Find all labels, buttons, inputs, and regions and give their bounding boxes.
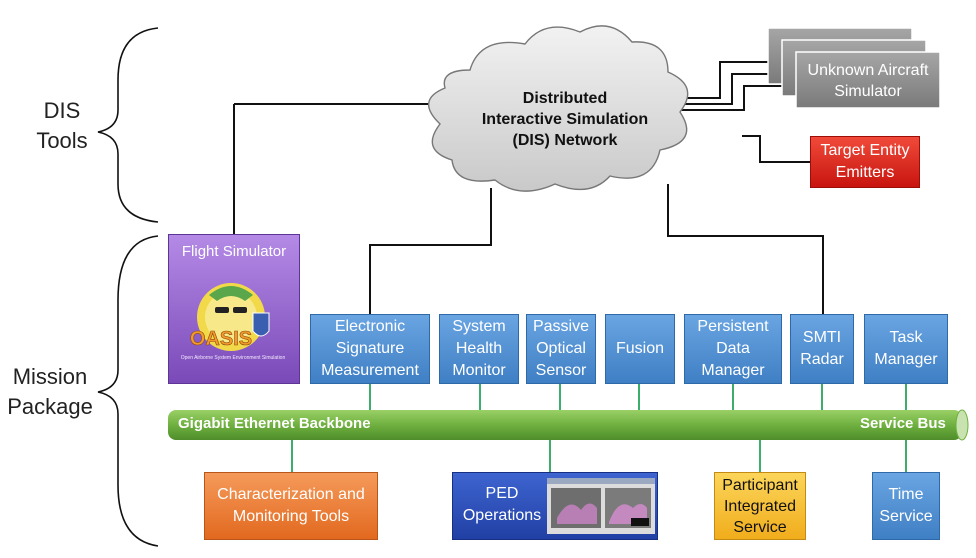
- unknown-aircraft-simulator: Unknown Aircraft Simulator: [807, 62, 929, 100]
- fusion: Fusion: [605, 314, 675, 384]
- participant-integrated-service: Participant Integrated Service: [714, 472, 806, 540]
- dis-network-label: Distributed Interactive Simulation (DIS)…: [481, 90, 649, 149]
- bus-right-label: Service Bus: [860, 415, 946, 432]
- oasis-logo-text: OASIS: [190, 328, 252, 350]
- aircraft-link-3: [668, 85, 796, 111]
- target-entity-emitters: Target Entity Emitters: [810, 136, 920, 188]
- system-health-monitor: System Health Monitor: [439, 314, 519, 384]
- aircraft-link-1: [668, 61, 768, 99]
- ped-label: PED: [485, 485, 519, 502]
- time-service: Time Service: [872, 472, 940, 540]
- aircraft-link-2: [668, 73, 782, 105]
- aircraft-box-front: [795, 51, 941, 109]
- mission-package-label: Mission Package: [7, 364, 93, 419]
- task-manager: Task Manager: [864, 314, 948, 384]
- flight-simulator-box: Flight Simulator OASIS Open Airborne Sys…: [168, 234, 300, 384]
- dis-tools-label: DIS Tools: [36, 98, 88, 153]
- characterization-monitoring-tools: Characterization and Monitoring Tools: [204, 472, 378, 540]
- smti-radar: SMTI Radar: [790, 314, 854, 384]
- smti-link: [667, 184, 824, 314]
- mission-package-brace: [97, 235, 159, 547]
- dis-network-cloud: [428, 25, 689, 192]
- dis-tools-brace: [97, 27, 159, 223]
- ped-screenshot-image: [547, 478, 655, 534]
- operations-label: Operations: [462, 507, 542, 524]
- electronic-signature-measurement: Electronic Signature Measurement: [310, 314, 430, 384]
- esm-link: [369, 188, 492, 314]
- persistent-data-manager: Persistent Data Manager: [684, 314, 782, 384]
- bus-left-label: Gigabit Ethernet Backbone: [178, 415, 371, 432]
- ped-operations: PED Operations: [452, 472, 658, 540]
- backbone-bus: [168, 410, 962, 440]
- passive-optical-sensor: Passive Optical Sensor: [526, 314, 596, 384]
- oasis-logo-subtext: Open Airborne System Environment Simulat…: [181, 355, 286, 361]
- target-link: [742, 135, 810, 163]
- oasis-logo: OASIS Open Airborne System Environment S…: [181, 283, 286, 361]
- bus-end-cap: [955, 409, 969, 441]
- flight-simulator-title: Flight Simulator: [181, 243, 287, 260]
